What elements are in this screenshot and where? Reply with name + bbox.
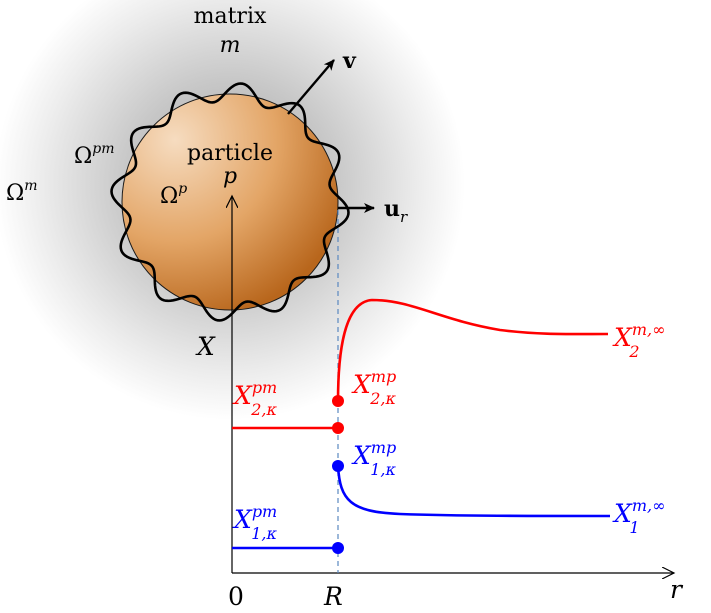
matrix-symbol: m (220, 33, 241, 58)
v-arrow (287, 59, 335, 115)
X1-inf-label: Xm,∞1 (612, 496, 665, 537)
species2-matrix-profile (336, 298, 609, 403)
v-label: v (342, 48, 357, 74)
omega-p-label: Ωp (160, 181, 187, 209)
X-axis-label: X (195, 332, 216, 361)
origin-label: 0 (228, 582, 244, 611)
matrix-label: matrix (194, 4, 267, 29)
X2-inf-label: Xm,∞2 (612, 320, 665, 361)
omega-m-label: Ωm (6, 178, 38, 206)
r-axis-label: r (670, 575, 684, 604)
species2-pm-point (332, 422, 344, 434)
species1-pm-point (332, 542, 344, 554)
R-tick-label: R (323, 582, 343, 611)
particle-label: particle (187, 141, 273, 166)
particle-symbol: p (223, 164, 237, 189)
omega-pm-label: Ωpm (74, 141, 115, 169)
species1-mp-point (332, 460, 344, 472)
interface-wavy-boundary (110, 82, 350, 322)
species2-mp-point (332, 395, 344, 407)
species1-matrix-profile (336, 465, 611, 518)
ur-label: ur (384, 196, 408, 226)
